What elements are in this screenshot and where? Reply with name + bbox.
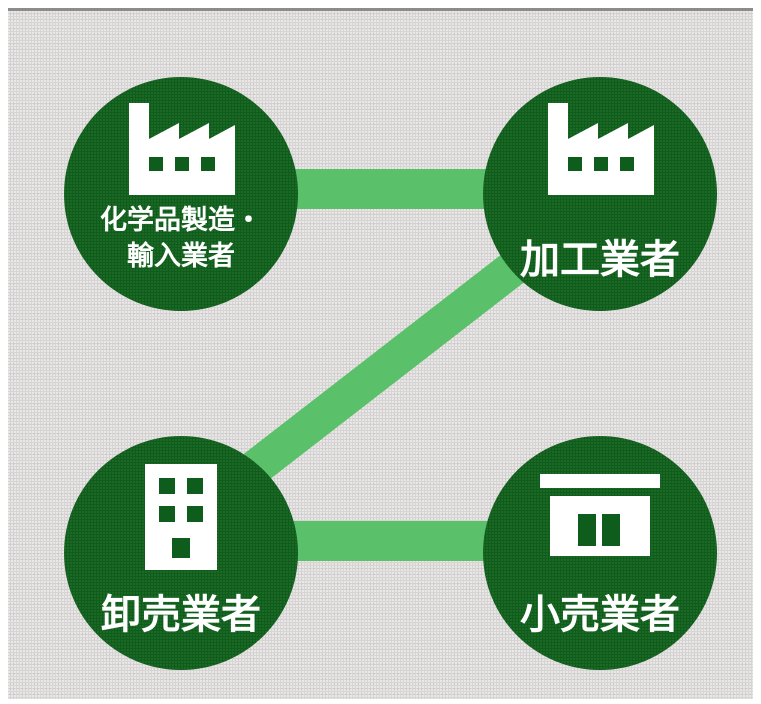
node-chemical-manufacturer-importer: 化学品製造・ 輸入業者 (64, 77, 298, 311)
factory-icon (548, 103, 654, 195)
node-wholesaler: 卸売業者 (64, 436, 298, 670)
node-label-line-2: 輸入業者 (127, 241, 235, 272)
node-label: 卸売業者 (101, 592, 261, 638)
node-retailer: 小売業者 (483, 436, 717, 670)
node-label: 小売業者 (520, 592, 680, 638)
node-label-line-1: 化学品製造・ (100, 205, 262, 236)
store-icon (540, 474, 660, 556)
node-label: 加工業者 (520, 237, 680, 283)
office-building-icon (145, 464, 217, 570)
node-processor: 加工業者 (483, 77, 717, 311)
connector-processor-wholesaler (243, 240, 542, 483)
factory-icon (129, 103, 235, 195)
